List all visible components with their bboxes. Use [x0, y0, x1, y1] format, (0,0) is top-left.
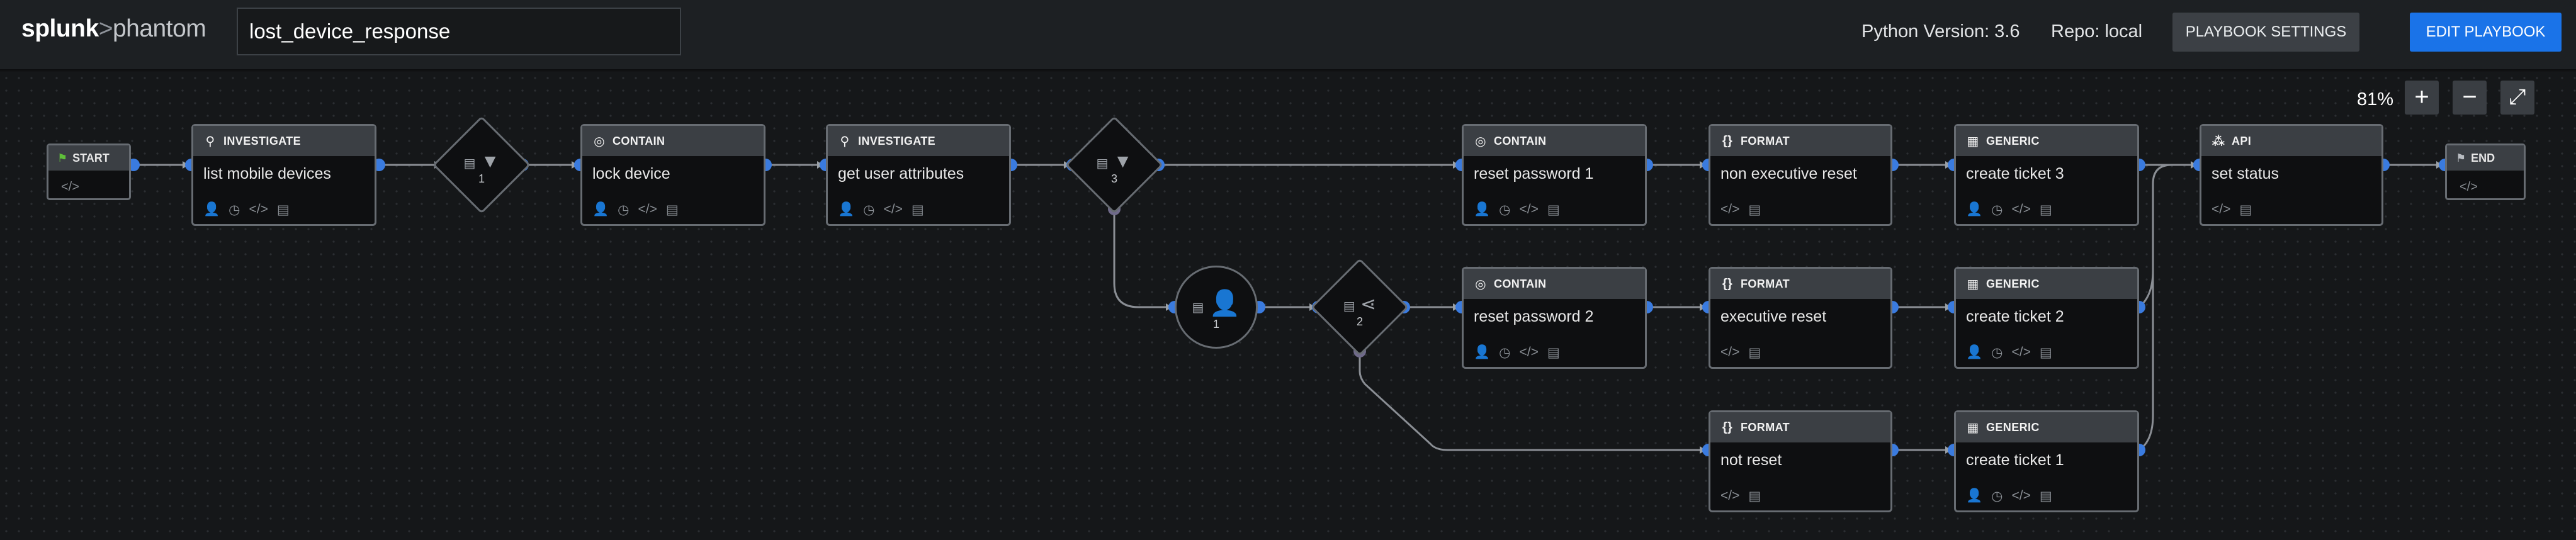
- braces-icon: {}: [1722, 133, 1733, 148]
- code-icon[interactable]: </>: [249, 202, 268, 217]
- document-icon[interactable]: ▤: [911, 203, 924, 217]
- braces-icon: {}: [1722, 276, 1733, 291]
- format-non-executive-reset-node[interactable]: {}FORMAT non executive reset </>▤: [1709, 124, 1892, 226]
- contain-reset-password-1-node[interactable]: ◎CONTAIN reset password 1 👤◷</>▤: [1462, 124, 1647, 226]
- document-icon[interactable]: ▤: [1547, 346, 1560, 360]
- target-icon: ◎: [594, 134, 605, 149]
- clock-icon[interactable]: ◷: [863, 203, 875, 217]
- investigate-list-mobile-devices-node[interactable]: ⚲INVESTIGATE list mobile devices 👤◷</>▤: [191, 124, 376, 226]
- user-icon[interactable]: 👤: [203, 202, 220, 217]
- document-icon[interactable]: ▤: [2039, 346, 2052, 360]
- user-icon[interactable]: 👤: [1474, 202, 1491, 217]
- document-icon[interactable]: ▤: [1547, 203, 1560, 217]
- wire-decision-notreset: [1359, 351, 1706, 451]
- start-node[interactable]: ⚑START </>: [47, 143, 131, 200]
- user-icon[interactable]: 👤: [592, 202, 609, 217]
- prompt-1-node[interactable]: [1175, 266, 1258, 349]
- filter-icon: ▼: [480, 151, 500, 172]
- investigate-get-user-attributes-node[interactable]: ⚲INVESTIGATE get user attributes 👤◷</>▤: [826, 124, 1011, 226]
- code-icon[interactable]: </>: [1720, 488, 1740, 503]
- code-icon[interactable]: </>: [2011, 488, 2031, 503]
- document-icon: ▤: [1192, 301, 1204, 315]
- share-icon: ⋖: [1360, 294, 1377, 315]
- code-icon[interactable]: </>: [2212, 202, 2231, 217]
- clock-icon[interactable]: ◷: [1499, 203, 1511, 217]
- zoom-in-button[interactable]: +: [2405, 81, 2439, 115]
- user-icon[interactable]: 👤: [1966, 202, 1983, 217]
- wire-ticket2-api: [2138, 164, 2197, 308]
- clock-icon[interactable]: ◷: [1991, 203, 2003, 217]
- contain-lock-device-node[interactable]: ◎CONTAIN lock device 👤◷</>▤: [580, 124, 765, 226]
- wire-filter3-prompt: [1113, 209, 1172, 308]
- flag-icon: ⚑: [57, 151, 68, 164]
- document-icon[interactable]: ▤: [1748, 346, 1761, 360]
- code-icon[interactable]: </>: [61, 180, 79, 194]
- grid-icon: ▦: [1967, 420, 1979, 435]
- playbook-name-input[interactable]: [237, 8, 681, 55]
- fit-to-screen-button[interactable]: ⤢: [2500, 81, 2534, 115]
- search-icon: ⚲: [840, 134, 850, 149]
- document-icon[interactable]: ▤: [665, 203, 679, 217]
- target-icon: ◎: [1475, 277, 1486, 291]
- repo-label: Repo: local: [2051, 21, 2143, 42]
- generic-create-ticket-2-node[interactable]: ▦GENERIC create ticket 2 👤◷</>▤: [1954, 267, 2139, 369]
- grid-icon: ▦: [1967, 134, 1979, 149]
- braces-icon: {}: [1722, 420, 1733, 434]
- clock-icon[interactable]: ◷: [1499, 346, 1511, 360]
- zoom-level: 81%: [2357, 89, 2394, 110]
- document-icon: ▤: [1343, 300, 1355, 313]
- search-icon: ⚲: [205, 134, 215, 149]
- code-icon[interactable]: </>: [883, 202, 903, 217]
- document-icon[interactable]: ▤: [2039, 489, 2052, 503]
- document-icon[interactable]: ▤: [1748, 489, 1761, 503]
- flag-icon: ⚑: [2456, 151, 2466, 164]
- end-node[interactable]: ⚑END </>: [2445, 143, 2526, 200]
- code-icon[interactable]: </>: [2011, 345, 2031, 359]
- python-version-label: Python Version: 3.6: [1861, 21, 2020, 42]
- generic-create-ticket-1-node[interactable]: ▦GENERIC create ticket 1 👤◷</>▤: [1954, 410, 2139, 512]
- format-executive-reset-node[interactable]: {}FORMAT executive reset </>▤: [1709, 267, 1892, 369]
- user-icon[interactable]: 👤: [1966, 345, 1983, 359]
- code-icon[interactable]: </>: [1720, 202, 1740, 217]
- clock-icon[interactable]: ◷: [1991, 489, 2003, 503]
- user-icon[interactable]: 👤: [1966, 488, 1983, 503]
- clock-icon[interactable]: ◷: [1991, 346, 2003, 360]
- clock-icon[interactable]: ◷: [229, 203, 240, 217]
- code-icon[interactable]: </>: [1519, 202, 1539, 217]
- zoom-out-button[interactable]: −: [2453, 81, 2487, 115]
- playbook-settings-button[interactable]: PLAYBOOK SETTINGS: [2172, 13, 2359, 52]
- code-icon[interactable]: </>: [1720, 345, 1740, 359]
- clock-icon[interactable]: ◷: [618, 203, 630, 217]
- contain-reset-password-2-node[interactable]: ◎CONTAIN reset password 2 👤◷</>▤: [1462, 267, 1647, 369]
- playbook-canvas[interactable]: [0, 72, 2576, 540]
- user-icon[interactable]: 👤: [838, 202, 855, 217]
- document-icon: ▤: [463, 157, 476, 171]
- document-icon[interactable]: ▤: [276, 203, 290, 217]
- document-icon[interactable]: ▤: [2239, 203, 2252, 217]
- code-icon[interactable]: </>: [2011, 202, 2031, 217]
- splunk-phantom-logo[interactable]: splunk>phantom: [21, 15, 206, 42]
- code-icon[interactable]: </>: [1519, 345, 1539, 359]
- grid-icon: ▦: [1967, 277, 1979, 291]
- api-icon: ⁂: [2212, 134, 2225, 149]
- filter-icon: ▼: [1113, 151, 1133, 172]
- top-bar: splunk>phantom Python Version: 3.6 Repo:…: [0, 0, 2576, 70]
- code-icon[interactable]: </>: [638, 202, 657, 217]
- user-check-icon: 👤: [1209, 290, 1241, 317]
- target-icon: ◎: [1475, 134, 1486, 149]
- user-icon[interactable]: 👤: [1474, 345, 1491, 359]
- format-not-reset-node[interactable]: {}FORMAT not reset </>▤: [1709, 410, 1892, 512]
- code-icon[interactable]: </>: [2460, 180, 2478, 194]
- document-icon: ▤: [1096, 157, 1109, 171]
- api-set-status-node[interactable]: ⁂API set status </>▤: [2200, 124, 2383, 226]
- document-icon[interactable]: ▤: [2039, 203, 2052, 217]
- edit-playbook-button[interactable]: EDIT PLAYBOOK: [2410, 13, 2562, 52]
- generic-create-ticket-3-node[interactable]: ▦GENERIC create ticket 3 👤◷</>▤: [1954, 124, 2139, 226]
- document-icon[interactable]: ▤: [1748, 203, 1761, 217]
